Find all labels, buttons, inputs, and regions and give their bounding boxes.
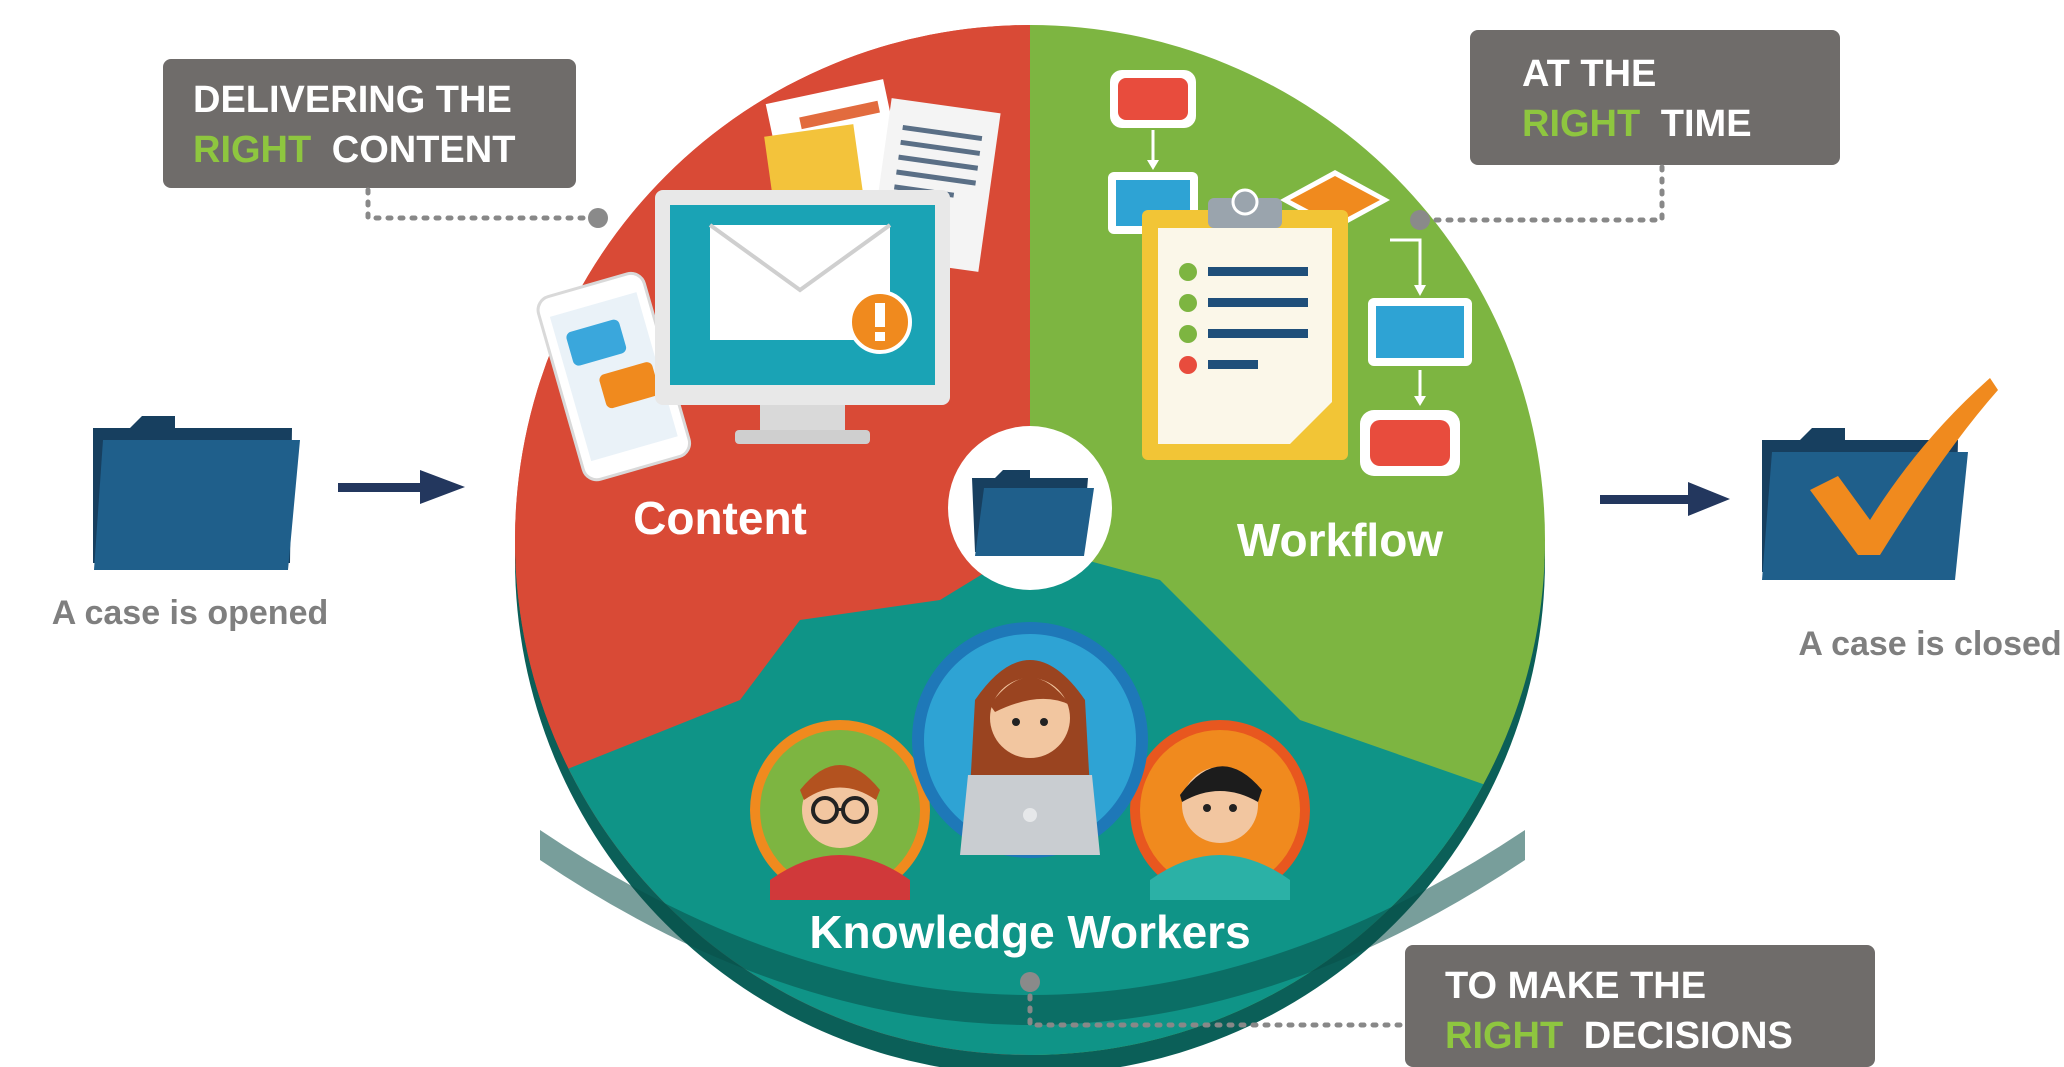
callout-right-time: AT THE RIGHT TIME bbox=[1410, 30, 1840, 230]
center-folder bbox=[948, 426, 1112, 590]
callout-line2: RIGHT DECISIONS bbox=[1445, 1015, 1793, 1057]
callout-highlight: RIGHT bbox=[1522, 103, 1640, 145]
callout-box bbox=[1405, 945, 1875, 1067]
callout-line2: RIGHT CONTENT bbox=[193, 129, 515, 171]
knowledge-workers-illustration bbox=[750, 622, 1310, 900]
callout-right-content: DELIVERING THE RIGHT CONTENT bbox=[163, 59, 608, 228]
alert-icon bbox=[848, 290, 912, 354]
callout-line1: TO MAKE THE bbox=[1445, 965, 1706, 1007]
arrow-right-icon bbox=[338, 470, 465, 504]
case-closed-label: A case is closed bbox=[1798, 625, 2061, 663]
phone-icon bbox=[536, 271, 692, 482]
checkmark-icon bbox=[1810, 378, 1998, 555]
avatar-man bbox=[1130, 720, 1310, 900]
workflow-illustration bbox=[1108, 70, 1472, 476]
content-label: Content bbox=[633, 492, 807, 544]
callout-connector bbox=[365, 187, 601, 221]
callout-rest: DECISIONS bbox=[1584, 1015, 1793, 1057]
case-opened-group: A case is opened bbox=[52, 416, 465, 632]
workflow-label: Workflow bbox=[1237, 514, 1443, 566]
callout-connector bbox=[1027, 982, 1403, 1028]
circle-rim-front bbox=[540, 830, 1525, 1025]
monitor-icon bbox=[655, 190, 950, 444]
callout-highlight: RIGHT bbox=[1445, 1015, 1563, 1057]
callout-dot bbox=[588, 208, 608, 228]
folder-icon bbox=[93, 416, 300, 570]
callout-line1: AT THE bbox=[1522, 53, 1656, 95]
laptop-icon bbox=[960, 775, 1100, 855]
workers-segment-shade bbox=[515, 800, 560, 1055]
case-opened-label: A case is opened bbox=[52, 594, 329, 632]
callout-highlight: RIGHT bbox=[193, 129, 311, 171]
knowledge-workers-label: Knowledge Workers bbox=[809, 906, 1250, 958]
callout-rest: CONTENT bbox=[332, 129, 516, 171]
callout-dot bbox=[1020, 972, 1040, 992]
arrow-right-icon bbox=[1600, 482, 1730, 516]
avatar-man-glasses bbox=[750, 720, 930, 900]
callout-line1: DELIVERING THE bbox=[193, 79, 512, 121]
folder-check-icon bbox=[1762, 378, 1998, 580]
callout-connector bbox=[1417, 164, 1665, 223]
avatar-woman-laptop bbox=[912, 622, 1148, 858]
callout-box bbox=[1470, 30, 1840, 165]
content-illustration bbox=[536, 79, 1001, 482]
clipboard-icon bbox=[1142, 188, 1348, 460]
case-closed-group: A case is closed bbox=[1600, 378, 2062, 663]
callout-dot bbox=[1410, 210, 1430, 230]
folder-icon bbox=[972, 470, 1094, 556]
callout-rest: TIME bbox=[1661, 103, 1752, 145]
callout-right-decisions: TO MAKE THE RIGHT DECISIONS bbox=[1020, 945, 1875, 1067]
callout-box bbox=[163, 59, 576, 188]
callout-line2: RIGHT TIME bbox=[1522, 103, 1752, 145]
